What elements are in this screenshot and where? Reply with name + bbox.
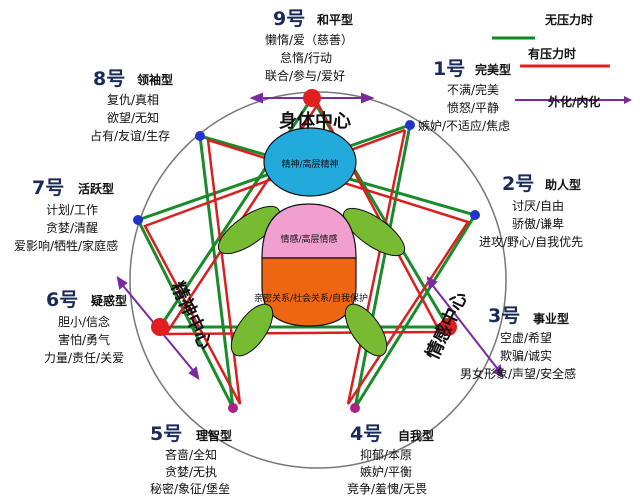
figure-belly-label: 亲密关系/社会关系/自我保护	[254, 292, 368, 304]
type-2-name: 助人型	[545, 177, 581, 192]
figure-chest-label: 情感/高层情感	[280, 233, 337, 245]
type-5-label: 5号 理智型 吝啬/全知 贪婪/无执 秘密/象征/堡垒	[150, 423, 232, 496]
dot-8	[195, 131, 205, 141]
figure-arm-right	[342, 207, 406, 257]
legend: 无压力时 有压力时 外化/内化	[492, 12, 632, 109]
figure-leg-right	[344, 303, 388, 357]
legend-arrow-head	[624, 96, 632, 104]
type-9-name: 和平型	[316, 12, 353, 27]
type-2-line-2: 骄傲/谦卑	[512, 216, 564, 231]
type-1-number: 1号	[433, 58, 465, 80]
type-8-line-1: 复仇/真相	[107, 93, 159, 107]
type-5-name: 理智型	[196, 428, 232, 443]
type-6-line-2: 害怕/勇气	[58, 332, 110, 347]
human-figure	[217, 127, 406, 357]
dot-3	[439, 318, 457, 336]
type-3-name: 事业型	[533, 311, 569, 326]
figure-head	[263, 127, 357, 197]
figure-belly	[261, 257, 357, 327]
type-5-line-3: 秘密/象征/堡垒	[150, 481, 230, 496]
dot-7	[133, 215, 143, 225]
type-4-line-3: 竞争/羞愧/无畏	[347, 481, 427, 496]
legend-no-pressure-label: 无压力时	[544, 12, 593, 27]
dot-6	[151, 318, 169, 336]
type-3-line-3: 男女形象/声望/安全感	[460, 366, 576, 381]
figure-head-label: 精神/高层精神	[281, 158, 338, 170]
type-6-label: 6号 疑惑型 胆小/信念 害怕/勇气 力量/责任/关爱	[44, 289, 127, 365]
dot-1	[405, 120, 415, 130]
type-5-line-2: 贪婪/无执	[165, 464, 217, 479]
type-8-line-2: 欲望/无知	[107, 111, 159, 125]
type-4-name: 自我型	[398, 428, 434, 443]
type-2-label: 2号 助人型 讨厌/自由 骄傲/谦卑 进攻/野心/自我优先	[479, 173, 583, 249]
wing-arrows	[116, 92, 504, 381]
type-7-label: 7号 活跃型 计划/工作 贪婪/清醒 爱影响/牺牲/家庭感	[14, 177, 118, 253]
type-4-number: 4号	[350, 423, 382, 445]
type-2-line-3: 进攻/野心/自我优先	[479, 235, 583, 249]
figure-arm-left	[217, 205, 281, 255]
green-triangle	[157, 95, 451, 329]
type-1-line-3: 嫉妒/不适应/焦虑	[418, 118, 510, 133]
type-6-name: 疑惑型	[91, 293, 127, 308]
type-1-line-2: 愤怒/平静	[447, 100, 499, 115]
type-7-line-3: 爱影响/牺牲/家庭感	[14, 238, 118, 253]
type-9-line-1: 懒惰/爱（慈善）	[265, 32, 353, 47]
type-2-number: 2号	[502, 173, 534, 195]
figure-chest	[261, 203, 357, 259]
type-5-number: 5号	[150, 423, 182, 445]
red-hexad	[143, 128, 470, 405]
type-8-label: 8号 领袖型 复仇/真相 欲望/无知 占有/友谊/生存	[90, 68, 173, 143]
type-8-name: 领袖型	[137, 72, 173, 87]
type-7-line-2: 贪婪/清醒	[46, 220, 98, 235]
type-3-line-2: 欺骗/诚实	[500, 348, 552, 363]
figure-leg-left	[230, 303, 274, 357]
type-4-label: 4号 自我型 抑郁/本原 嫉妒/平衡 竞争/羞愧/无畏	[347, 423, 434, 496]
legend-with-pressure-label: 有压力时	[528, 46, 576, 61]
type-1-label: 1号 完美型 不满/完美 愤怒/平静 嫉妒/不适应/焦虑	[418, 58, 511, 133]
type-8-line-3: 占有/友谊/生存	[90, 128, 170, 143]
type-4-line-1: 抑郁/本原	[360, 447, 412, 462]
type-9-label: 9号 和平型 懒惰/爱（慈善） 怠惰/行动 联合/参与/爱好	[265, 8, 353, 83]
dot-2	[470, 210, 480, 220]
type-6-line-1: 胆小/信念	[58, 314, 110, 329]
dot-9	[303, 89, 321, 107]
type-7-number: 7号	[32, 177, 64, 199]
type-3-number: 3号	[488, 305, 520, 327]
type-9-line-2: 怠惰/行动	[280, 51, 332, 65]
type-1-line-1: 不满/完美	[447, 82, 499, 97]
type-6-line-3: 力量/责任/关爱	[44, 351, 124, 365]
type-2-line-1: 讨厌/自由	[512, 199, 564, 213]
type-3-label: 3号 事业型 空虚/希望 欺骗/诚实 男女形象/声望/安全感	[460, 305, 576, 381]
dot-4	[350, 403, 360, 413]
type-3-line-1: 空虚/希望	[500, 330, 552, 345]
type-6-number: 6号	[46, 289, 78, 311]
center-mind-label: 精神中心	[166, 278, 216, 353]
type-1-name: 完美型	[475, 62, 511, 77]
dot-5	[228, 403, 238, 413]
type-9-number: 9号	[273, 8, 305, 30]
center-body-label: 身体中心	[279, 110, 351, 132]
type-8-number: 8号	[93, 68, 125, 90]
type-dots	[133, 89, 480, 413]
type-7-name: 活跃型	[78, 181, 114, 196]
type-4-line-2: 嫉妒/平衡	[360, 464, 412, 479]
type-7-line-1: 计划/工作	[46, 203, 98, 217]
legend-externalize-label: 外化/内化	[548, 94, 600, 109]
type-9-line-3: 联合/参与/爱好	[265, 68, 345, 83]
type-5-line-1: 吝啬/全知	[165, 447, 217, 462]
